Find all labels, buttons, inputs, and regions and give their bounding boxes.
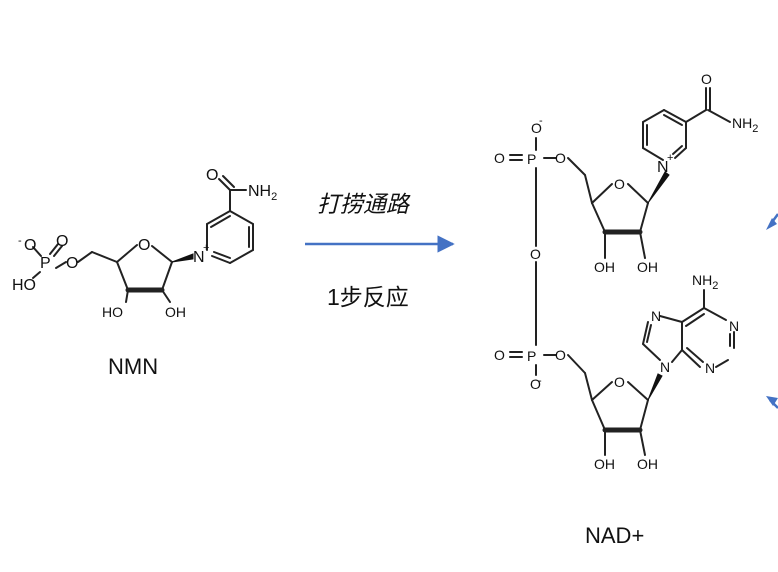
edge-arrowhead-bottom (766, 396, 778, 406)
nmn-charge-minus: - (18, 235, 22, 247)
nad-n-plus: N (657, 159, 669, 176)
nmn-o-double: O (56, 233, 68, 250)
nad-o-link-top: O (555, 150, 566, 166)
nmn-ho-phosphate: HO (12, 277, 36, 294)
nmn-structure: - O P O HO O O N + O NH2 HO OH NMN (12, 167, 277, 379)
nad-adenine-n7: N (651, 308, 661, 324)
nad-o-minus-bottom: O (530, 376, 541, 392)
nad-ring-oxygen-bottom: O (614, 374, 625, 390)
nmn-phosphorus: P (40, 255, 51, 272)
nad-adenine-n9: N (660, 359, 670, 375)
reaction-label-bottom: 1步反应 (327, 284, 409, 310)
edge-arrowhead-top (766, 218, 777, 230)
nad-oh-bottom-left: OH (594, 456, 615, 472)
nad-adenine-n3: N (705, 360, 715, 376)
nmn-amide-nh: NH2 (248, 183, 277, 203)
nad-charge-minus-top: - (539, 115, 543, 127)
nmn-charge-plus: + (203, 242, 209, 254)
edge-arrow-fragments (766, 213, 778, 409)
nmn-ring-oxygen: O (138, 237, 150, 254)
nad-charge-plus: + (667, 152, 673, 164)
nad-p-top: P (527, 151, 536, 167)
nad-adenine-nh2: NH2 (692, 272, 718, 292)
nmn-label: NMN (108, 354, 158, 379)
nmn-o-link: O (66, 255, 78, 272)
nad-oh-bottom-right: OH (637, 456, 658, 472)
nad-ring-oxygen-top: O (614, 176, 625, 192)
nad-adenine-n1: N (729, 318, 739, 334)
nmn-o-minus: O (24, 237, 36, 254)
nad-o-link-bottom: O (555, 347, 566, 363)
nad-oh-top-right: OH (637, 259, 658, 275)
nad-o-double-bottom: O (494, 347, 505, 363)
nmn-n-plus: N (193, 249, 205, 266)
nad-p-bottom: P (527, 348, 536, 364)
reaction-arrow-group: 打捞通路 1步反应 (305, 191, 455, 310)
nad-amide-oxygen: O (701, 71, 712, 87)
nad-label: NAD+ (585, 523, 644, 548)
nmn-oh-right: OH (165, 304, 186, 320)
nad-o-double-top: O (494, 150, 505, 166)
nmn-oh-left: HO (102, 304, 123, 320)
nad-oh-top-left: OH (594, 259, 615, 275)
nad-amide-nh: NH2 (732, 115, 758, 135)
nad-charge-minus-bottom: - (538, 375, 542, 387)
nmn-amide-oxygen: O (206, 167, 218, 184)
nad-o-minus-top: O (531, 120, 542, 136)
nad-bridge-oxygen: O (530, 246, 541, 262)
reaction-label-top: 打捞通路 (317, 191, 411, 217)
nad-structure: O - O P O O O P O O - O O N + O NH2 OH O… (494, 71, 758, 548)
